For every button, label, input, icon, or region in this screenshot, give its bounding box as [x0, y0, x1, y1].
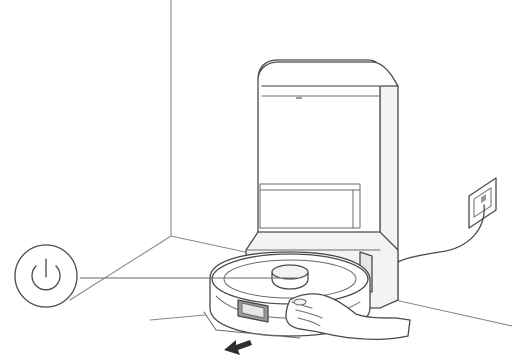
- arrow-icon: [224, 340, 252, 355]
- wall-outlet: [398, 178, 496, 262]
- power-button-callout: [15, 245, 77, 307]
